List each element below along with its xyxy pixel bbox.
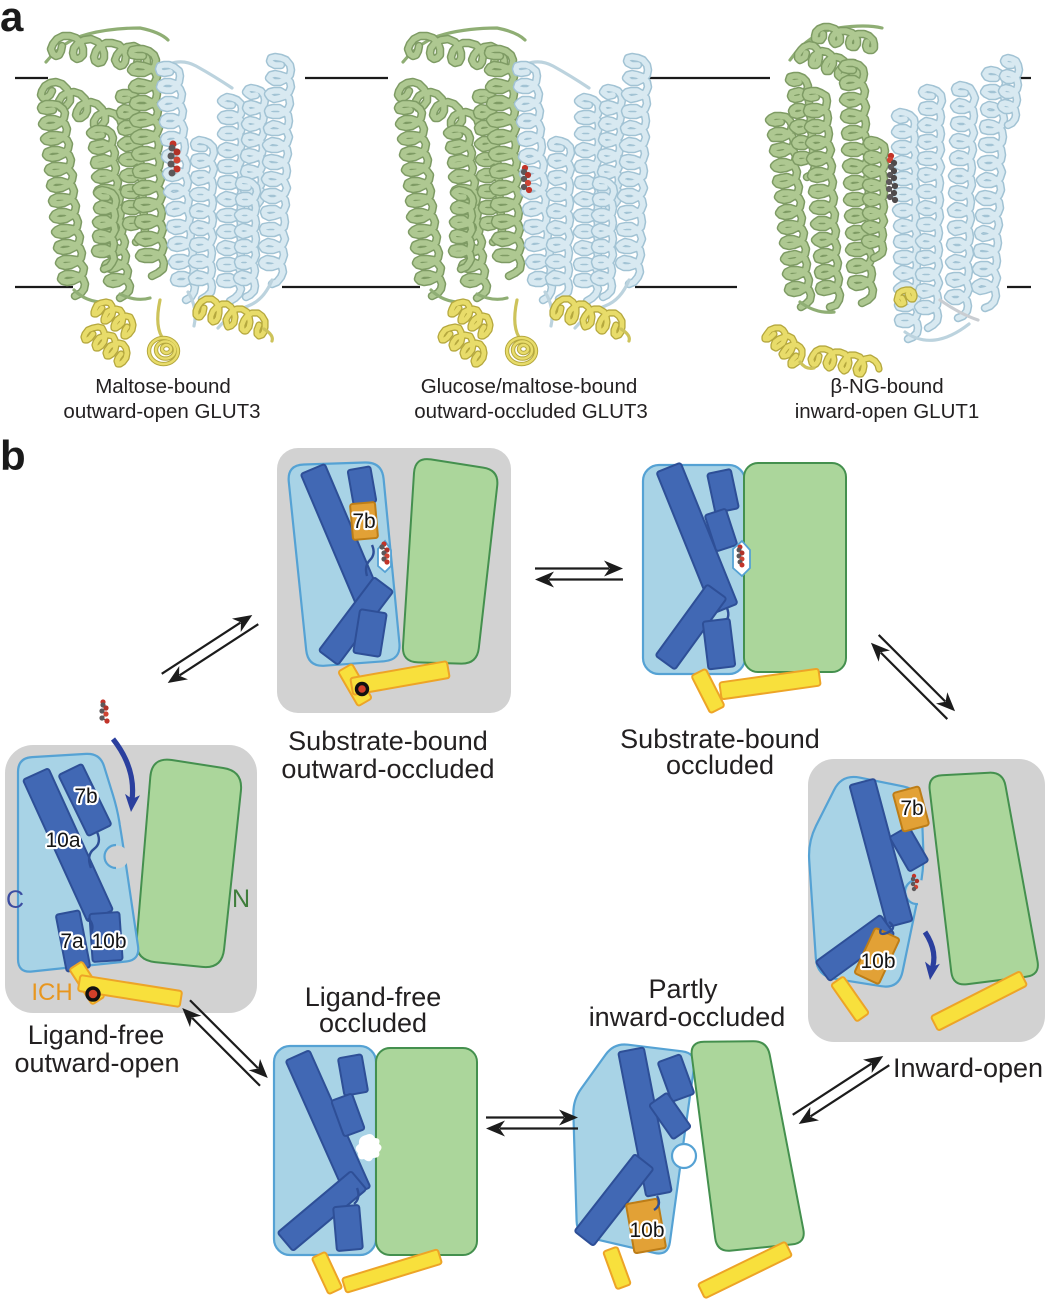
svg-text:ICH: ICH [31, 979, 72, 1006]
svg-text:10b: 10b [629, 1219, 664, 1242]
svg-text:occluded: occluded [319, 1008, 427, 1038]
svg-text:occluded: occluded [666, 750, 774, 780]
svg-text:outward-open: outward-open [14, 1048, 179, 1078]
svg-text:outward-open GLUT3: outward-open GLUT3 [63, 400, 260, 423]
svg-text:N: N [232, 885, 250, 913]
svg-text:7b: 7b [352, 510, 375, 533]
svg-text:Substrate-bound: Substrate-bound [288, 726, 488, 756]
svg-text:Maltose-bound: Maltose-bound [95, 375, 231, 398]
svg-text:Ligand-free: Ligand-free [28, 1020, 165, 1050]
svg-text:Partly: Partly [648, 974, 718, 1004]
svg-text:a: a [0, 0, 24, 40]
svg-text:Ligand-free: Ligand-free [305, 982, 442, 1012]
svg-text:β-NG-bound: β-NG-bound [830, 375, 943, 398]
svg-text:b: b [0, 432, 26, 479]
svg-text:7b: 7b [74, 785, 97, 808]
svg-text:7a: 7a [60, 930, 84, 953]
svg-text:Glucose/maltose-bound: Glucose/maltose-bound [421, 375, 638, 398]
svg-text:inward-occluded: inward-occluded [589, 1002, 786, 1032]
svg-text:outward-occluded: outward-occluded [281, 754, 494, 784]
svg-text:10a: 10a [45, 829, 80, 852]
svg-text:7b: 7b [900, 797, 923, 820]
svg-text:C: C [6, 886, 24, 914]
svg-text:10b: 10b [860, 950, 895, 973]
svg-text:inward-open GLUT1: inward-open GLUT1 [795, 400, 980, 423]
svg-text:outward-occluded GLUT3: outward-occluded GLUT3 [414, 400, 648, 423]
svg-text:Inward-open: Inward-open [893, 1053, 1043, 1083]
svg-text:10b: 10b [91, 930, 126, 953]
svg-text:Substrate-bound: Substrate-bound [620, 724, 820, 754]
